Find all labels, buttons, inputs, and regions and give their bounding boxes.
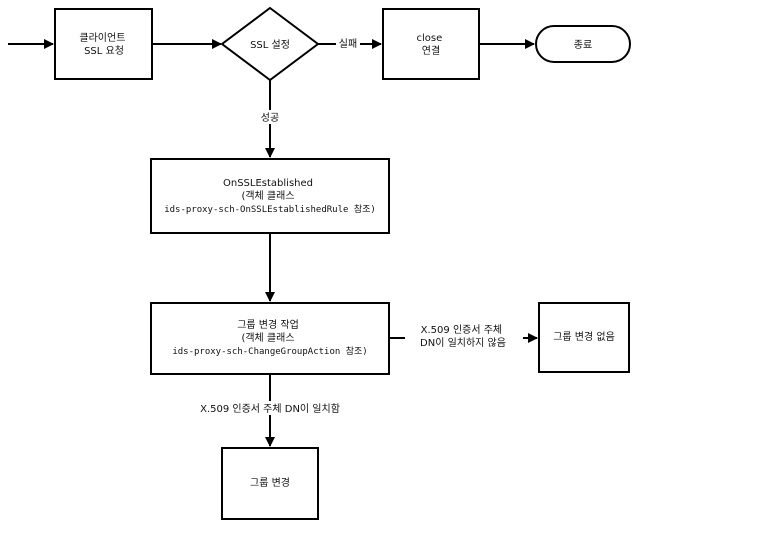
ssl-setup-diamond xyxy=(220,6,320,82)
ssl-setup-label: SSL 설정 xyxy=(250,39,290,51)
dn-mismatch-label-bg xyxy=(405,322,523,350)
client-request-box xyxy=(54,8,153,80)
fail-edge-label: 실패 xyxy=(339,38,357,50)
change-group-action-label: 그룹 변경 작업 (객체 클래스 ids-proxy-sch-ChangeGro… xyxy=(172,315,367,357)
no-group-change-box xyxy=(538,302,630,373)
group-change-label: 그룹 변경 xyxy=(250,476,290,489)
onssl-established-box xyxy=(150,158,390,234)
no-group-change-label: 그룹 변경 없음 xyxy=(553,330,615,343)
change-group-action-box xyxy=(150,302,390,375)
dn-match-label-bg xyxy=(190,401,350,415)
client-request-label: 클라이언트 SSL 요청 xyxy=(79,32,128,57)
fail-label-bg xyxy=(336,36,360,50)
onssl-established-label: OnSSLEstablished (객체 클래스 ids-proxy-sch-O… xyxy=(164,173,376,215)
success-edge-label: 성공 xyxy=(261,112,279,124)
group-change-box xyxy=(221,447,319,520)
close-connection-box xyxy=(382,8,480,80)
dn-mismatch-edge-label: X.509 인증서 주체 DN이 일치하지 않음 xyxy=(420,324,506,349)
dn-match-edge-label: X.509 인증서 주체 DN이 일치함 xyxy=(200,403,340,415)
close-connection-label: close 연결 xyxy=(417,33,446,57)
end-label: 종료 xyxy=(574,39,592,51)
success-label-bg xyxy=(257,110,283,124)
end-terminator xyxy=(535,25,631,63)
